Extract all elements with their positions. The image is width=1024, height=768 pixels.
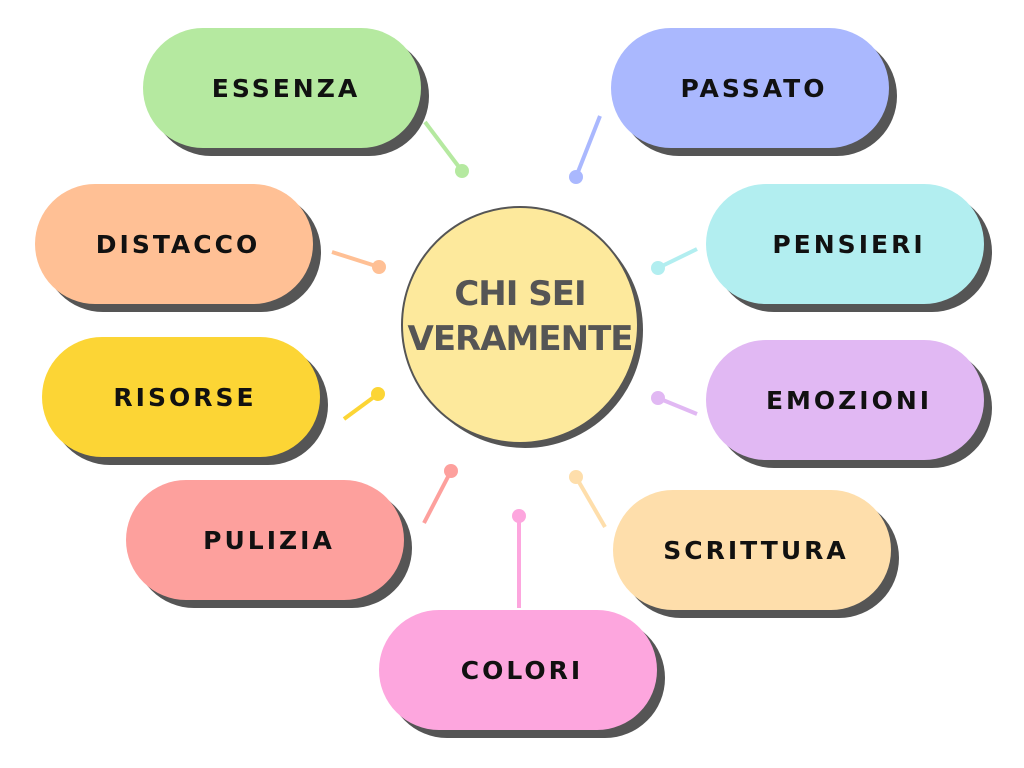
- node-label: PULIZIA: [203, 526, 335, 555]
- connector-line: [657, 396, 698, 416]
- node-label: SCRITTURA: [663, 536, 848, 565]
- center-title-line1: CHI SEI: [454, 274, 585, 314]
- connector-line: [574, 115, 602, 178]
- node-pill: [611, 28, 889, 148]
- connector-dot: [372, 260, 386, 274]
- node-pensieri: PENSIERI: [706, 184, 992, 312]
- connector-line: [331, 250, 380, 269]
- node-label: COLORI: [461, 656, 583, 685]
- node-pill: [706, 340, 984, 460]
- connector-dot: [651, 391, 665, 405]
- node-label: PENSIERI: [772, 230, 925, 259]
- connector-line: [657, 247, 698, 270]
- node-label: ESSENZA: [212, 74, 360, 103]
- node-label: EMOZIONI: [766, 386, 932, 415]
- node-label: DISTACCO: [96, 230, 260, 259]
- connector-dot: [512, 509, 526, 523]
- node-essenza: ESSENZA: [143, 28, 429, 156]
- node-colori: COLORI: [379, 610, 665, 738]
- connector-dot: [444, 464, 458, 478]
- node-pill: [35, 184, 313, 304]
- node-distacco: DISTACCO: [35, 184, 321, 312]
- node-pill: [126, 480, 404, 600]
- node-pill: [143, 28, 421, 148]
- connector-dot: [569, 170, 583, 184]
- connector-dot: [455, 164, 469, 178]
- connector-dot: [651, 261, 665, 275]
- connector-line: [342, 392, 380, 421]
- node-pill: [613, 490, 891, 610]
- center-title-line2: VERAMENTE: [408, 319, 633, 359]
- node-label: RISORSE: [113, 383, 256, 412]
- connector-line: [574, 475, 607, 529]
- node-pulizia: PULIZIA: [126, 480, 412, 608]
- node-scrittura: SCRITTURA: [613, 490, 899, 618]
- center-node: CHI SEI VERAMENTE: [401, 206, 643, 448]
- connector-dot: [371, 387, 385, 401]
- connector-line: [423, 120, 464, 173]
- node-pill: [706, 184, 984, 304]
- connector-dot: [569, 470, 583, 484]
- node-emozioni: EMOZIONI: [706, 340, 992, 468]
- node-pill: [42, 337, 320, 457]
- node-risorse: RISORSE: [42, 337, 328, 465]
- node-passato: PASSATO: [611, 28, 897, 156]
- connector-line: [422, 470, 453, 524]
- node-pill: [379, 610, 657, 730]
- node-label: PASSATO: [681, 74, 828, 103]
